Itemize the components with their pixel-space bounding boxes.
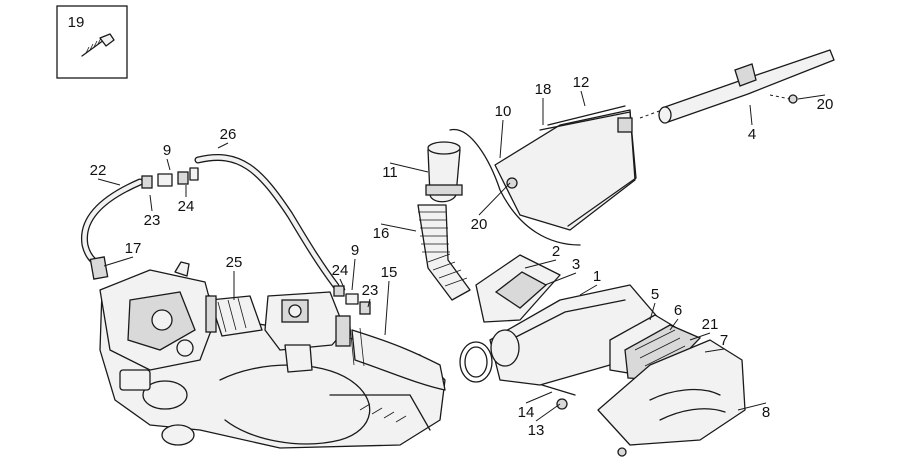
callout-c23b: 23 [362,282,379,299]
leader-c12 [580,90,586,107]
callout-leaders [97,90,826,422]
leader-c9b [351,258,356,291]
callout-c2: 2 [552,243,560,260]
callout-c14: 14 [518,404,535,421]
leader-c4 [749,104,753,126]
hose-connector [89,256,109,280]
callout-c23a: 23 [144,212,161,229]
leader-c20a [478,182,511,216]
callout-c21: 21 [702,316,719,333]
breather-hose [194,153,340,290]
callout-c3: 3 [572,256,580,273]
cylinder-head [99,261,216,371]
intake-manifold [205,295,263,337]
leader-c14 [525,391,553,404]
callout-c9a: 9 [163,142,171,159]
intake-duct [349,324,446,391]
leader-c5 [649,302,656,321]
callout-c12: 12 [573,74,590,91]
callout-c25: 25 [226,254,243,271]
leader-c2 [524,259,557,269]
callout-c24a: 24 [178,198,195,215]
leader-c23b [367,298,371,308]
callout-c19: 19 [68,14,85,31]
corrugated-hose [417,204,471,301]
inset-screw-box [56,5,128,79]
leader-c9a [166,158,171,171]
leader-c8 [737,402,767,411]
callout-c13: 13 [528,422,545,439]
callout-c17: 17 [125,240,142,257]
leader-c10 [499,119,504,159]
callout-c11: 11 [382,164,398,181]
callout-c9b: 9 [351,242,359,259]
callout-c16: 16 [373,225,390,242]
leader-c20b [797,94,826,100]
leader-c23a [149,194,153,212]
leader-c3 [544,272,577,286]
intake-silencer [449,105,637,246]
leader-c17 [103,256,134,267]
leader-c11 [389,162,429,173]
leader-c15 [384,280,390,336]
callout-c26: 26 [220,126,237,143]
airbox-cover [597,339,746,446]
leader-c16 [380,223,417,232]
leader-c7 [704,348,725,353]
hose-fittings-right [333,285,371,315]
carburettor [264,291,351,373]
hose-clamp [459,341,493,383]
leader-c21 [689,332,711,341]
hose-fittings-left [141,167,199,189]
leader-c6 [669,318,679,331]
callout-c1: 1 [593,268,601,285]
callout-c20b: 20 [817,96,834,113]
bolt-set [541,384,627,457]
leader-c26 [217,142,229,149]
leader-c13 [535,403,561,422]
callout-c4: 4 [748,126,756,143]
callout-c20a: 20 [471,216,488,233]
callout-c22: 22 [90,162,107,179]
callout-c6: 6 [674,302,682,319]
callout-c8: 8 [762,404,770,421]
callout-c24b: 24 [332,262,349,279]
callout-c7: 7 [720,332,728,349]
leader-c22 [97,178,121,186]
air-filter-box [489,284,661,386]
screw-icon [81,33,115,57]
callout-c10: 10 [495,103,512,120]
inlet-pipe [639,49,835,124]
callout-c15: 15 [381,264,398,281]
airbox-cover-plate [475,254,561,323]
leader-c24b [339,278,346,291]
callout-c18: 18 [535,81,552,98]
intake-sleeve [425,141,463,203]
leader-c1 [579,284,598,296]
callout-c5: 5 [651,286,659,303]
